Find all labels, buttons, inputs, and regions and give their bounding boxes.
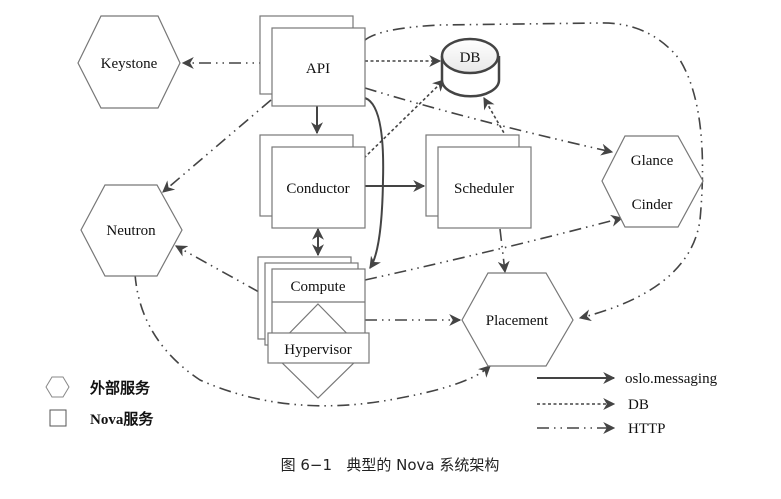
legend-db-label: DB	[628, 397, 649, 413]
node-db: DB	[440, 37, 501, 98]
hexagon-shape	[77, 15, 181, 109]
legend-http-label: HTTP	[628, 421, 666, 437]
legend-shapes: 外部服务 Nova服务	[45, 376, 154, 428]
node-label: DB	[460, 50, 481, 66]
hypervisor-label: Hypervisor	[284, 342, 352, 358]
hexagon-shape	[80, 184, 183, 277]
node-glance-cinder: Glance Cinder	[601, 135, 704, 228]
node-label: Conductor	[286, 181, 349, 197]
hexagon-shape	[601, 135, 704, 228]
legend-messaging-label: oslo.messaging	[625, 371, 718, 387]
hexagon-shape	[461, 272, 574, 367]
node-conductor: Conductor	[259, 134, 366, 229]
edge-scheduler-placement	[497, 228, 510, 274]
edge-compute-neutron	[174, 245, 260, 293]
node-label: Neutron	[106, 223, 156, 239]
node-hypervisor	[267, 332, 370, 364]
edge-scheduler-db	[483, 96, 513, 148]
legend-lines: oslo.messaging DB HTTP	[537, 371, 718, 437]
node-label: Scheduler	[454, 181, 514, 197]
edge-api-neutron	[162, 99, 272, 193]
legend-hexagon-icon	[45, 376, 70, 398]
node-placement: Placement	[461, 272, 574, 367]
node-label: Placement	[486, 313, 549, 329]
legend-external-label: 外部服务	[89, 379, 151, 397]
edge-api-placement	[364, 22, 704, 322]
node-neutron: Neutron	[80, 184, 183, 277]
node-compute: Compute Hypervisor	[257, 256, 370, 399]
node-label: API	[306, 61, 330, 77]
figure-caption: 图 6−1 典型的 Nova 系统架构	[281, 456, 500, 474]
edge-compute-cinder	[364, 214, 624, 281]
edge-api-compute	[364, 97, 385, 269]
legend-square-icon	[49, 409, 67, 427]
node-api: API	[259, 15, 366, 107]
node-scheduler: Scheduler	[425, 134, 532, 229]
edge-api-glance	[364, 87, 614, 156]
node-label-cinder: Cinder	[632, 197, 673, 213]
node-label: Keystone	[101, 56, 158, 72]
edge-conductor-db	[363, 79, 445, 159]
node-label: Compute	[291, 279, 346, 295]
edge-neutron-placement	[134, 273, 491, 407]
node-label-glance: Glance	[631, 153, 674, 169]
legend-nova-label: Nova服务	[90, 410, 154, 428]
node-keystone: Keystone	[77, 15, 181, 109]
